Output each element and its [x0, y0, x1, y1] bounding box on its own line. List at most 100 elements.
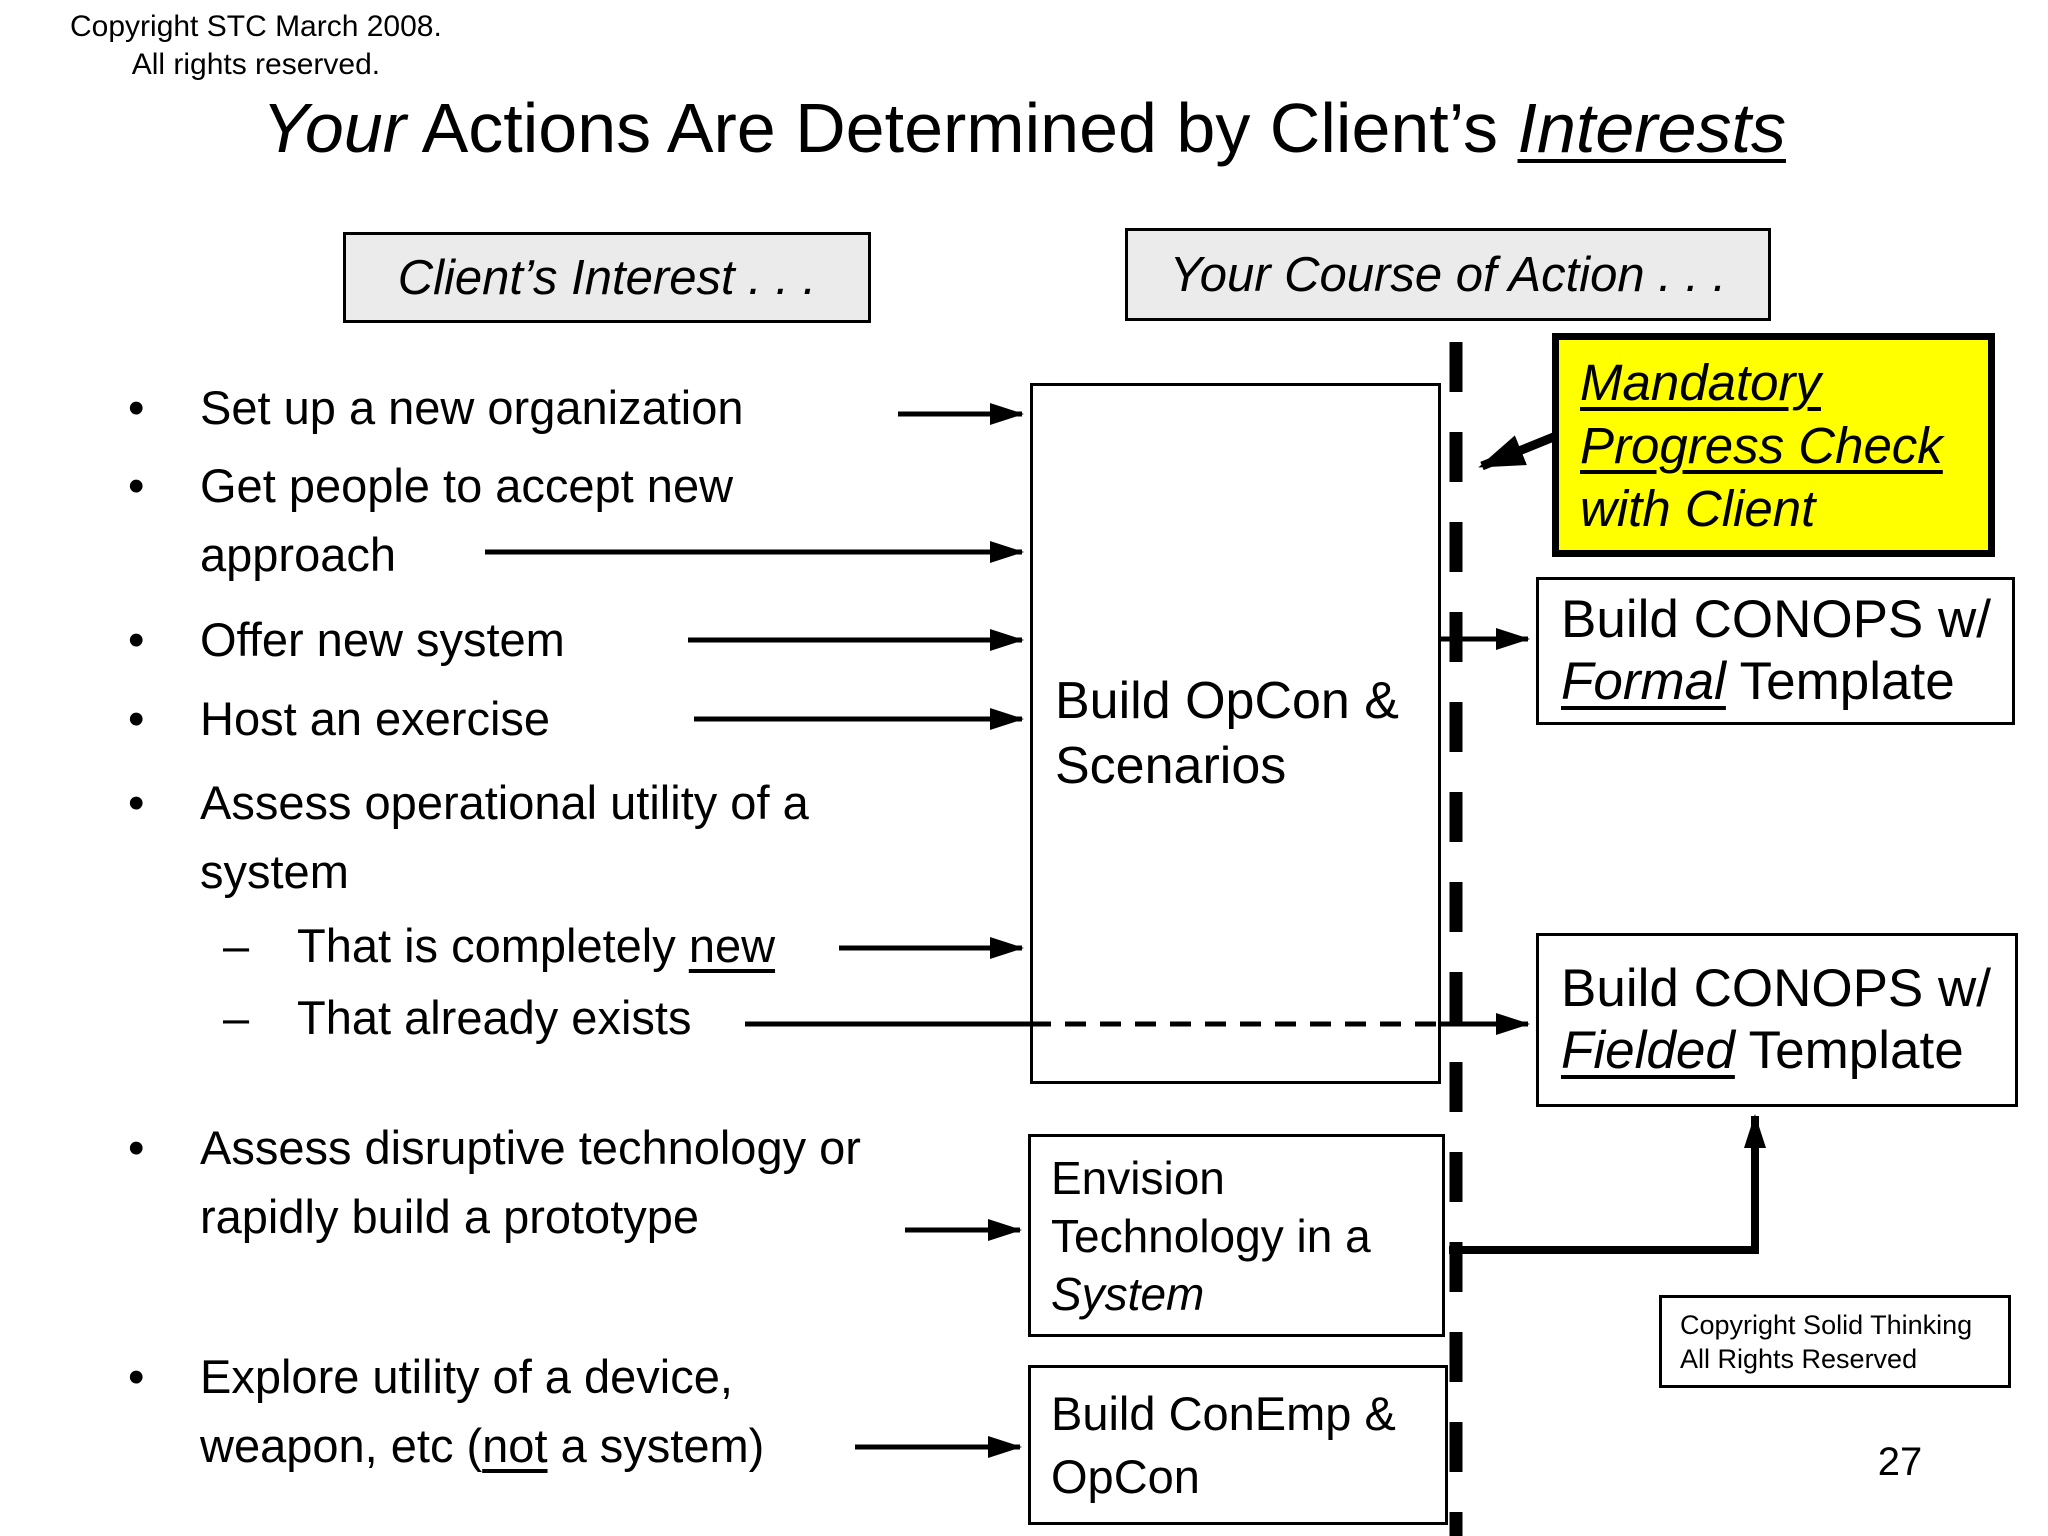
bullet-marker: •: [128, 1350, 145, 1403]
text-run: weapon, etc (: [200, 1419, 483, 1472]
slide-copyright-note: Copyright STC March 2008. All rights res…: [70, 8, 442, 84]
text-run: Assess operational utility of a: [200, 776, 809, 829]
bullet-marker: •: [128, 776, 145, 829]
arrow-mandatory-to-divider: [1478, 431, 1558, 471]
box-label-line: OpCon: [1051, 1445, 1445, 1508]
text-run: Build OpCon &: [1055, 671, 1399, 730]
text-run: Scenarios: [1055, 736, 1287, 795]
text-run: Interests: [1517, 89, 1786, 167]
text-run: Envision: [1051, 1151, 1225, 1204]
box-build-conops-formal: Build CONOPS w/Formal Template: [1536, 577, 2015, 725]
column-header-clients-interest: Client’s Interest . . .: [343, 232, 871, 323]
text-run: System: [1051, 1267, 1205, 1320]
box-build-conemp-opcon: Build ConEmp & OpCon: [1028, 1365, 1448, 1525]
slide-copyright-line2: All rights reserved.: [131, 48, 381, 81]
text-run: Fielded: [1561, 1021, 1735, 1080]
text-run: Set up a new organization: [200, 381, 744, 434]
bullet-line: Explore utility of a device,: [200, 1342, 1020, 1411]
text-run: Formal: [1561, 652, 1726, 711]
box-label-line: Technology in a: [1051, 1207, 1442, 1265]
slide-copyright-line1: Copyright STC March 2008.: [70, 10, 442, 43]
box-label-line: Build CONOPS w/: [1561, 589, 2012, 651]
box-build-opcon-scenarios: Build OpCon & Scenarios: [1030, 383, 1441, 1084]
dash-bullet-marker: –: [223, 991, 250, 1044]
bullet-line: That already exists: [297, 983, 1020, 1052]
text-run: rapidly build a prototype: [200, 1190, 700, 1243]
bullet-item: • Explore utility of a device, weapon, etc…: [100, 1342, 1020, 1480]
sub-bullet-item: –That already exists: [100, 983, 1020, 1052]
text-run: system: [200, 845, 349, 898]
text-run: a system): [547, 1419, 765, 1472]
box-label-line: Build OpCon &: [1055, 669, 1438, 734]
bullet-list: • Set up a new organization • Get people to…: [100, 373, 1020, 1480]
column-header-course-of-action: Your Course of Action . . .: [1125, 228, 1771, 321]
text-run: approach: [200, 528, 396, 581]
column-header-label: Client’s Interest . . .: [397, 250, 817, 305]
box-label-line: Envision: [1051, 1149, 1442, 1207]
box-label-line: with Client: [1580, 477, 1988, 540]
box-label-line: Progress Check: [1580, 414, 1988, 477]
text-run: Offer new system: [200, 613, 565, 666]
column-header-label: Your Course of Action . . .: [1169, 247, 1727, 302]
bullet-marker: •: [128, 692, 145, 745]
text-run: That already exists: [297, 991, 692, 1044]
box-build-conops-fielded: Build CONOPS w/Fielded Template: [1536, 933, 2018, 1107]
bullet-line: Host an exercise: [200, 684, 1020, 753]
box-label-line: Scenarios: [1055, 734, 1438, 799]
bullet-line: That is completely new: [297, 911, 1020, 980]
text-run: Get people to accept new: [200, 459, 734, 512]
text-run: new: [688, 919, 776, 972]
text-run: Actions Are Determined by Client’s: [406, 89, 1518, 167]
bullet-item: • Host an exercise: [100, 684, 1020, 753]
page-number: 27: [1877, 1440, 1923, 1484]
text-run: not: [482, 1419, 548, 1472]
bullet-line: Get people to accept new: [200, 451, 1020, 520]
footer-copyright-line1: Copyright Solid Thinking: [1680, 1309, 1973, 1340]
text-run: Mandatory: [1580, 353, 1821, 411]
text-run: That is completely: [297, 919, 689, 972]
text-run: Build CONOPS w/: [1561, 959, 1992, 1018]
box-label-line: Fielded Template: [1561, 1020, 2015, 1082]
bullet-line: Set up a new organization: [200, 373, 1020, 442]
bullet-item: • Assess operational utility of a system: [100, 768, 1020, 906]
text-run: Technology in a: [1051, 1209, 1371, 1262]
bullet-marker: •: [128, 613, 145, 666]
text-run: with Client: [1580, 479, 1816, 537]
box-label-line: System: [1051, 1265, 1442, 1323]
box-label-line: Mandatory: [1580, 351, 1988, 414]
sub-bullet-item: –That is completely new: [100, 911, 1020, 980]
page-title: Your Actions Are Determined by Client’s …: [0, 88, 2048, 168]
text-run: Assess disruptive technology or: [200, 1121, 861, 1174]
bullet-item: • Set up a new organization: [100, 373, 1020, 442]
text-run: Explore utility of a device,: [200, 1350, 733, 1403]
bullet-line: weapon, etc (not a system): [200, 1411, 1020, 1480]
box-label-line: Build ConEmp &: [1051, 1382, 1445, 1445]
bullet-line: system: [200, 837, 1020, 906]
text-run: Your: [262, 89, 407, 167]
dash-bullet-marker: –: [223, 919, 250, 972]
box-label-line: Build CONOPS w/: [1561, 958, 2015, 1020]
text-run: Template: [1734, 1021, 1964, 1080]
bullet-line: Offer new system: [200, 605, 1020, 674]
text-run: Progress Check: [1580, 416, 1943, 474]
bullet-line: Assess operational utility of a: [200, 768, 1020, 837]
text-run: Build CONOPS w/: [1561, 590, 1992, 649]
bullet-line: rapidly build a prototype: [200, 1182, 1020, 1251]
text-run: Template: [1725, 652, 1955, 711]
bullet-marker: •: [128, 1121, 145, 1174]
bullet-item: • Assess disruptive technology or rapidly …: [100, 1113, 1020, 1251]
text-run: Host an exercise: [200, 692, 551, 745]
box-label-line: Formal Template: [1561, 651, 2012, 713]
text-run: OpCon: [1051, 1450, 1200, 1503]
bullet-marker: •: [128, 381, 145, 434]
arrow-envision-to-fielded: [1449, 1114, 1766, 1254]
footer-copyright-box: Copyright Solid Thinking All Rights Rese…: [1659, 1295, 2011, 1388]
footer-copyright-line2: All Rights Reserved: [1680, 1343, 1918, 1374]
bullet-item: • Offer new system: [100, 605, 1020, 674]
bullet-line: Assess disruptive technology or: [200, 1113, 1020, 1182]
text-run: Build ConEmp &: [1051, 1387, 1396, 1440]
